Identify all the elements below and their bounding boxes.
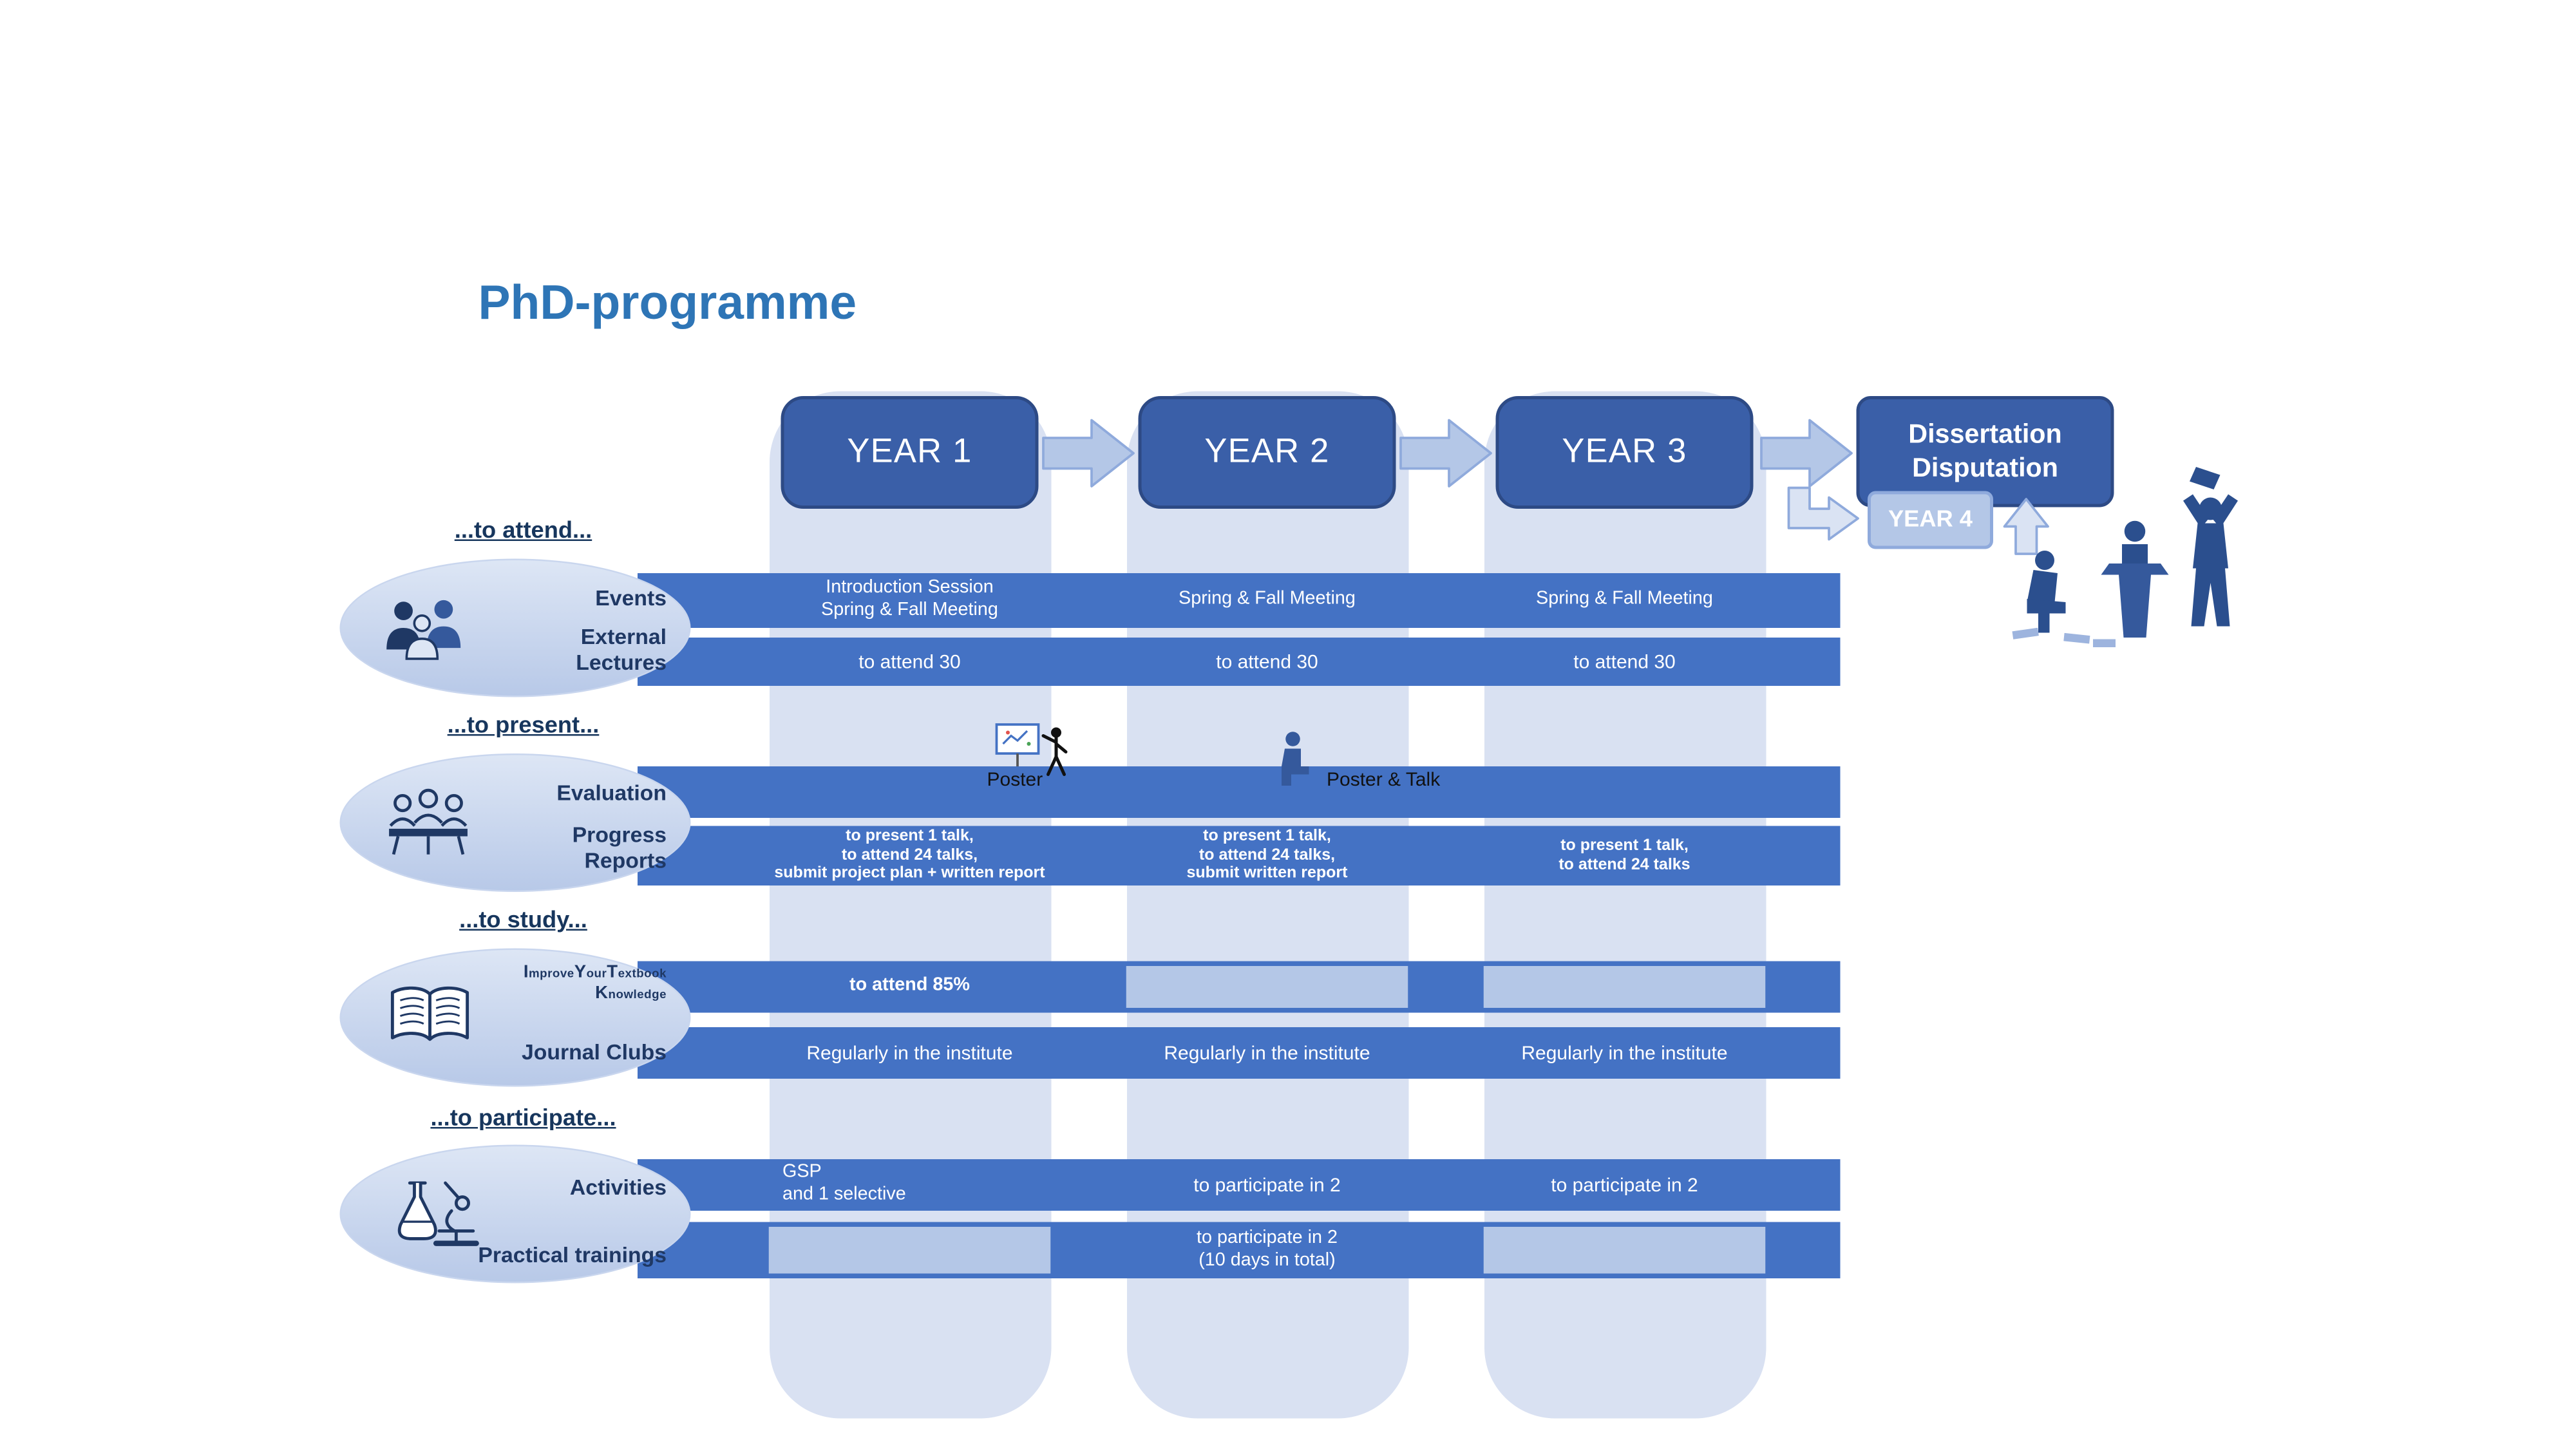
section-header-study: ...to study... xyxy=(459,908,587,934)
oval-label-external-lectures: External Lectures xyxy=(576,625,667,674)
poster-label: Poster xyxy=(987,768,1043,791)
activities-year1-cell: GSP and 1 selective xyxy=(782,1162,906,1204)
oval-label-evaluation: Evaluation xyxy=(556,781,667,806)
progress-reports-year1-cell: to present 1 talk, to attend 24 talks, s… xyxy=(774,827,1045,883)
oval-study: ImproveYourTextbook Knowledge Journal Cl… xyxy=(339,948,691,1087)
events-year1-cell: Introduction Session Spring & Fall Meeti… xyxy=(821,578,998,620)
practical-trainings-year1-cell xyxy=(717,1222,1103,1279)
iytk-year2-cell xyxy=(1074,961,1461,1013)
year1-label: YEAR 1 xyxy=(847,433,972,471)
section-header-participate: ...to participate... xyxy=(430,1106,616,1132)
arrow-year2-to-year3-icon xyxy=(1399,419,1492,488)
journal-clubs-year2-cell: Regularly in the institute xyxy=(1164,1041,1370,1064)
section-header-present: ...to present... xyxy=(447,713,600,739)
oval-attend: Events External Lectures xyxy=(339,558,691,697)
year3-label: YEAR 3 xyxy=(1562,433,1687,471)
progress-reports-year2-cell: to present 1 talk, to attend 24 talks, s… xyxy=(1186,827,1348,883)
oval-label-practical-trainings: Practical trainings xyxy=(478,1243,667,1267)
events-year2-cell: Spring & Fall Meeting xyxy=(1179,589,1356,609)
arrow-year3-to-dissertation-icon xyxy=(1760,419,1853,488)
year1-box: YEAR 1 xyxy=(781,396,1039,509)
journal-clubs-year1-cell: Regularly in the institute xyxy=(806,1041,1013,1064)
events-year3-cell: Spring & Fall Meeting xyxy=(1536,589,1713,609)
elbow-arrow-to-year4-icon xyxy=(1787,486,1859,541)
activities-year2-cell: to participate in 2 xyxy=(1193,1173,1341,1196)
open-book-icon xyxy=(390,986,469,1041)
iytk-year3-cell xyxy=(1432,961,1818,1013)
journal-clubs-row: Regularly in the institute Regularly in … xyxy=(638,1027,1841,1079)
oval-label-activities: Activities xyxy=(569,1175,667,1200)
journal-clubs-year3-cell: Regularly in the institute xyxy=(1521,1041,1728,1064)
oval-label-progress-reports: Progress Reports xyxy=(572,822,667,872)
year4-label: YEAR 4 xyxy=(1888,507,1973,533)
external-lectures-year3-cell: to attend 30 xyxy=(1573,650,1676,673)
activities-row: GSP and 1 selective to participate in 2 … xyxy=(638,1159,1841,1211)
poster-talk-label: Poster & Talk xyxy=(1327,768,1441,791)
evaluation-committee-icon xyxy=(389,788,468,855)
oval-label-iytk: ImproveYourTextbook Knowledge xyxy=(523,963,667,1003)
dissertation-line1: Dissertation xyxy=(1908,420,2062,450)
arrow-year1-to-year2-icon xyxy=(1042,419,1135,488)
iytk-year1-cell: to attend 85% xyxy=(849,976,970,996)
iytk-row: to attend 85% xyxy=(638,961,1841,1013)
progress-reports-row: to present 1 talk, to attend 24 talks, s… xyxy=(638,826,1841,886)
lab-flask-microscope-icon xyxy=(397,1181,479,1246)
page-title: PhD-programme xyxy=(478,277,857,330)
dissertation-line2: Disputation xyxy=(1912,453,2058,482)
oval-participate: Activities Practical trainings xyxy=(339,1144,691,1283)
seated-presenter-icon xyxy=(1282,732,1309,786)
oval-label-events: Events xyxy=(595,586,667,611)
evaluation-year3-cell xyxy=(1432,766,1818,818)
section-header-attend: ...to attend... xyxy=(454,518,592,544)
external-lectures-row: to attend 30 to attend 30 to attend 30 xyxy=(638,638,1841,686)
progress-reports-year3-cell: to present 1 talk, to attend 24 talks xyxy=(1558,837,1690,874)
year2-label: YEAR 2 xyxy=(1204,433,1330,471)
practical-trainings-year2-cell: to participate in 2 (10 days in total) xyxy=(1197,1227,1338,1270)
year4-box: YEAR 4 xyxy=(1868,491,1993,549)
practical-trainings-row: to participate in 2 (10 days in total) xyxy=(638,1222,1841,1279)
poster-presenter-icon xyxy=(995,723,1068,776)
activities-year3-cell: to participate in 2 xyxy=(1551,1173,1698,1196)
events-row: Introduction Session Spring & Fall Meeti… xyxy=(638,573,1841,628)
year3-box: YEAR 3 xyxy=(1495,396,1754,509)
year2-box: YEAR 2 xyxy=(1138,396,1396,509)
external-lectures-year2-cell: to attend 30 xyxy=(1216,650,1318,673)
oval-label-journal-clubs: Journal Clubs xyxy=(521,1040,667,1065)
external-lectures-year1-cell: to attend 30 xyxy=(858,650,961,673)
people-group-icon xyxy=(386,600,461,660)
evaluation-row xyxy=(638,766,1841,818)
graduation-illustration xyxy=(2012,467,2238,647)
oval-present: Evaluation Progress Reports xyxy=(339,753,691,892)
practical-trainings-year3-cell xyxy=(1432,1222,1818,1279)
